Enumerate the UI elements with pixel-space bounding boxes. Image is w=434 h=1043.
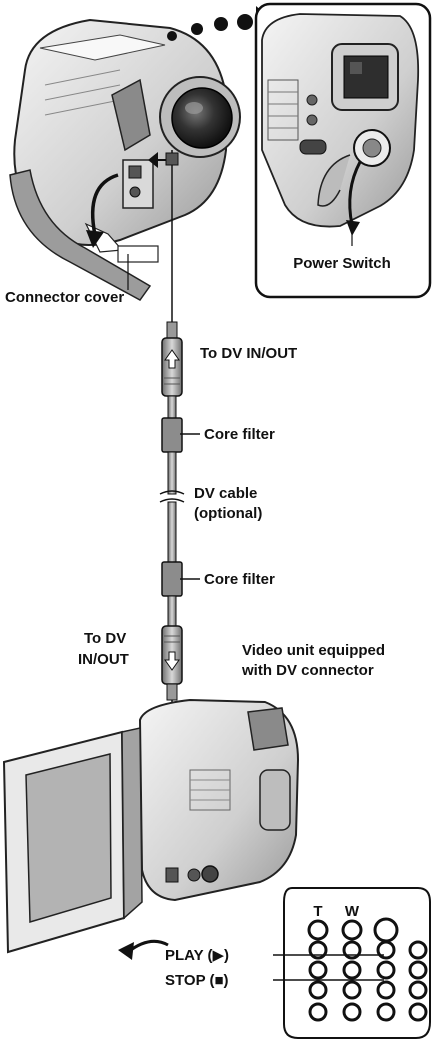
power-switch-inset: Power Switch xyxy=(256,4,430,297)
remote-button-r3c1[interactable] xyxy=(310,962,326,978)
remote-button-r2c4[interactable] xyxy=(410,942,426,958)
remote-power-button[interactable] xyxy=(375,919,397,941)
remote-button-r4c2[interactable] xyxy=(344,982,360,998)
remote-button-r3c2[interactable] xyxy=(344,962,360,978)
remote-button-r5c2[interactable] xyxy=(344,1004,360,1020)
dv-cable-label-line2: (optional) xyxy=(194,505,262,522)
remote-button-r5c1[interactable] xyxy=(310,1004,326,1020)
remote-button-r5c3[interactable] xyxy=(378,1004,394,1020)
to-dv-bottom-label-line2: IN/OUT xyxy=(78,651,129,668)
remote-zoom-w-button[interactable] xyxy=(343,921,361,939)
to-dv-in-out-top-label: To DV IN/OUT xyxy=(200,345,297,362)
remote-button-r4c4[interactable] xyxy=(410,982,426,998)
video-unit-label-line2: with DV connector xyxy=(241,662,374,679)
core-filter-top-label: Core filter xyxy=(204,426,275,443)
power-switch-label: Power Switch xyxy=(293,255,391,272)
remote-zoom-t-button[interactable] xyxy=(309,921,327,939)
remote-zoom-t-label: T xyxy=(313,903,322,920)
camcorder-bottom xyxy=(4,700,298,960)
remote-button-r3c4[interactable] xyxy=(410,962,426,978)
connector-cover-label: Connector cover xyxy=(5,289,124,306)
remote-button-r3c3[interactable] xyxy=(378,962,394,978)
stop-label: STOP (■) xyxy=(165,972,229,989)
remote-zoom-w-label: W xyxy=(345,903,360,920)
to-dv-bottom-label-line1: To DV xyxy=(84,630,126,647)
remote-button-r5c4[interactable] xyxy=(410,1004,426,1020)
remote-button-r4c1[interactable] xyxy=(310,982,326,998)
camcorder-top xyxy=(10,20,240,300)
remote-button-r4c3[interactable] xyxy=(378,982,394,998)
play-label: PLAY (▶) xyxy=(165,947,229,964)
dv-cable-label-line1: DV cable xyxy=(194,485,257,502)
core-filter-bottom-label: Core filter xyxy=(204,571,275,588)
video-unit-label-line1: Video unit equipped xyxy=(242,642,385,659)
